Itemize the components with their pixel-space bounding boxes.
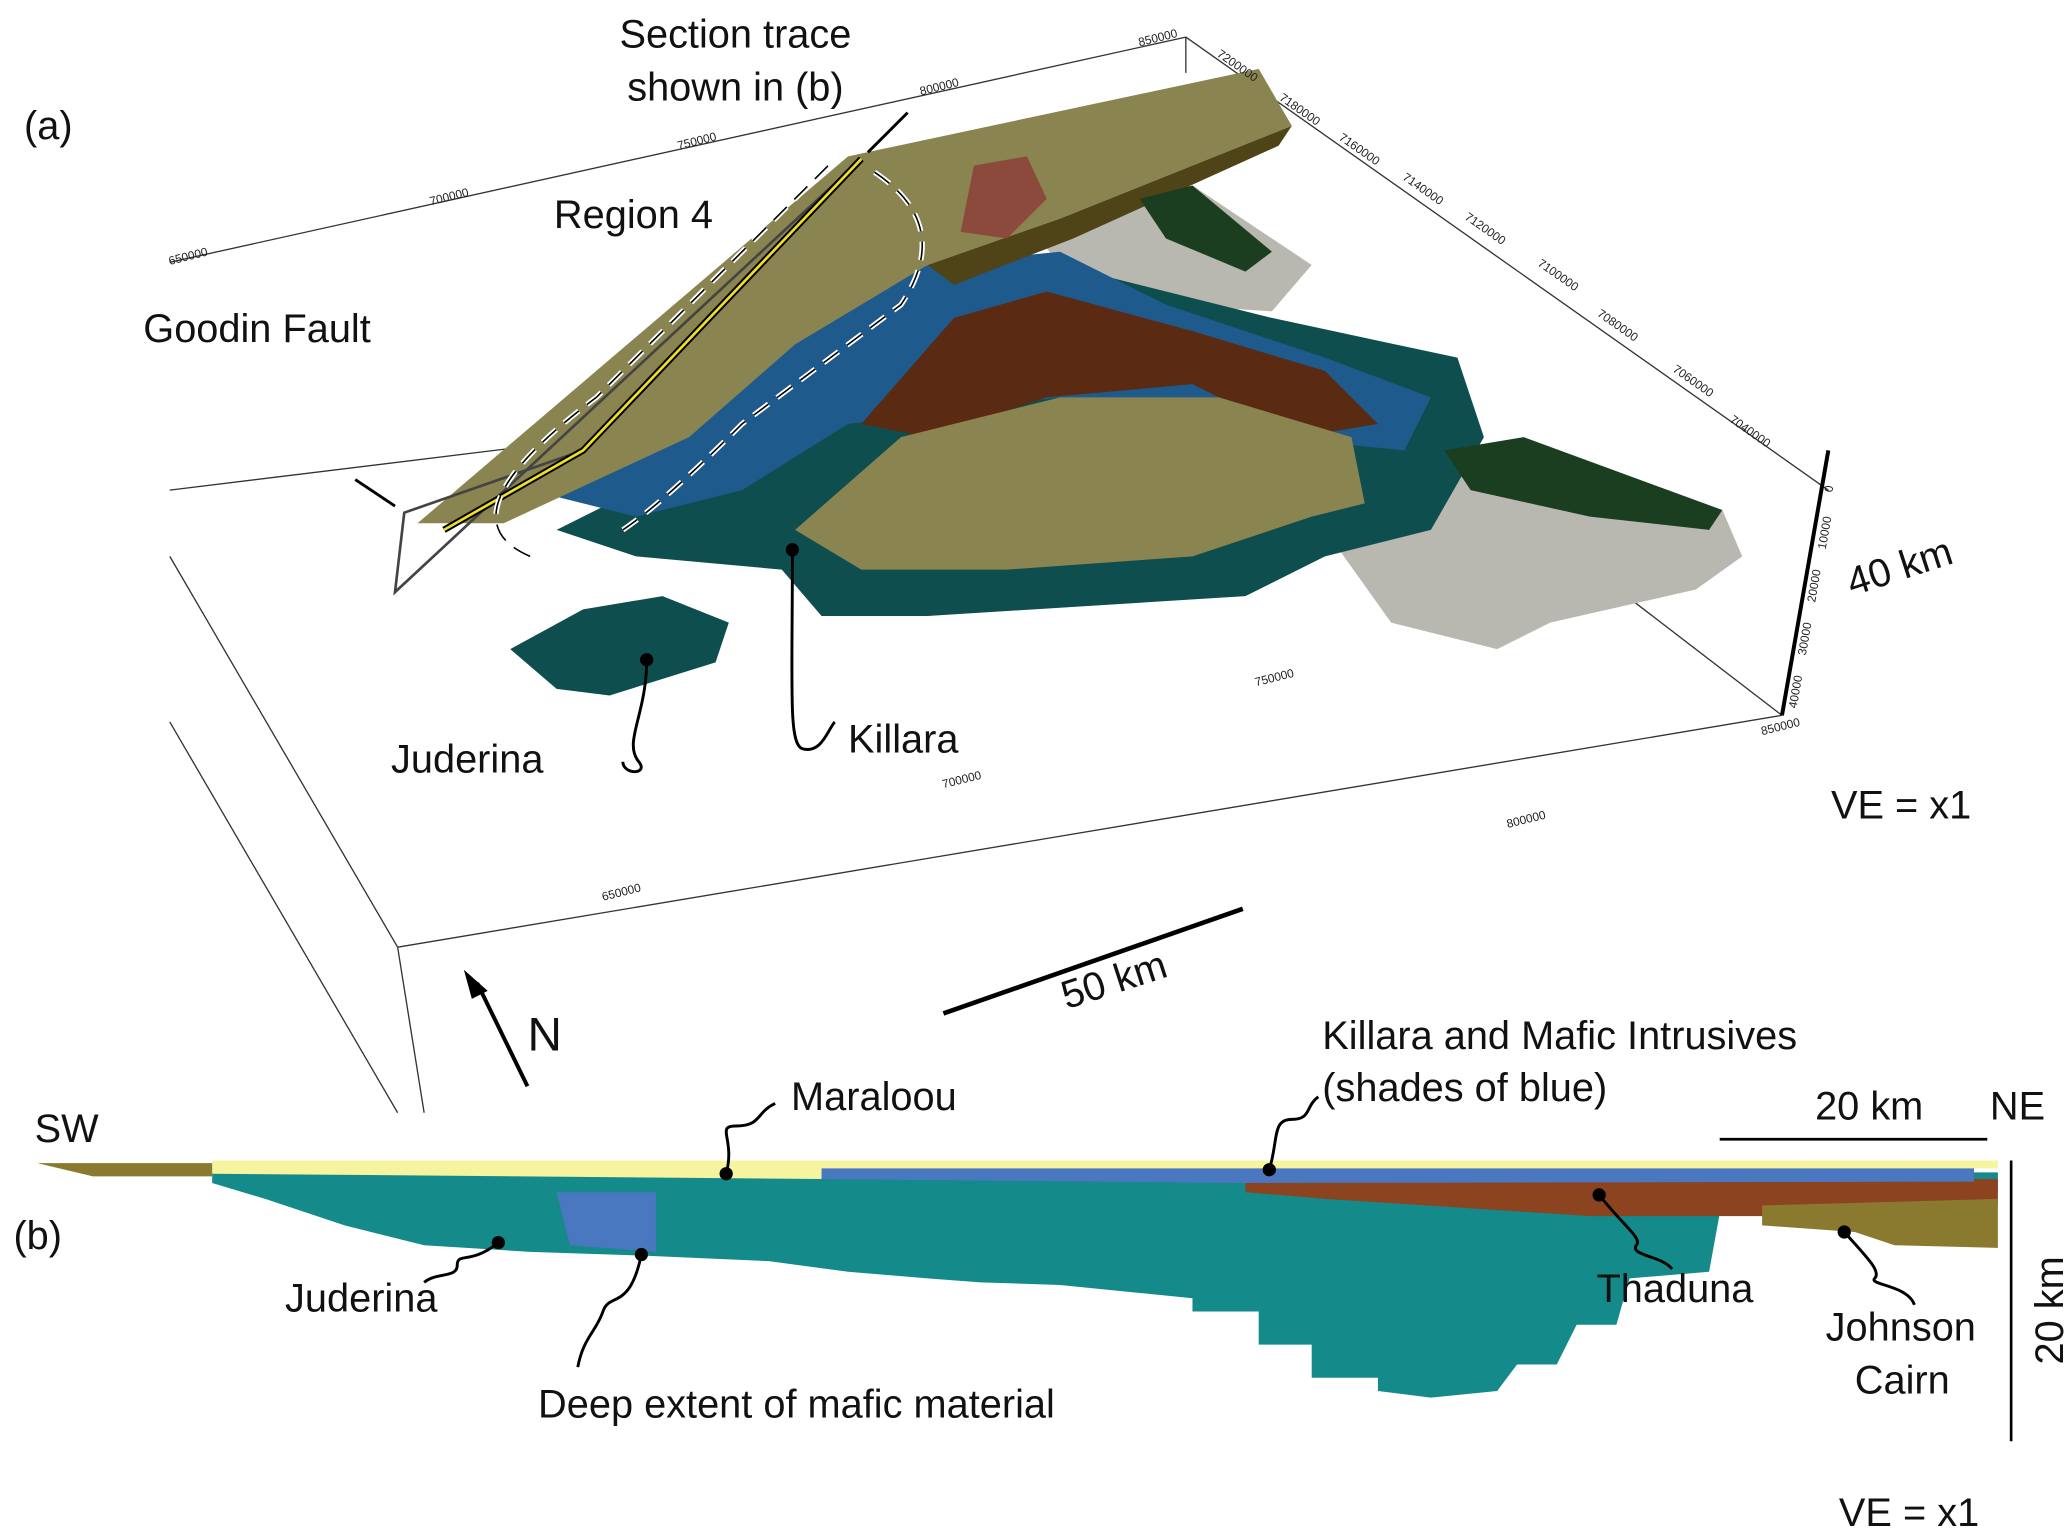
red-unit (960, 156, 1047, 239)
killara-mafic-label: Killara and Mafic Intrusives (1322, 1014, 1797, 1058)
sw-label: SW (35, 1107, 100, 1151)
section-blue-unit (556, 1192, 656, 1252)
green-unit-north (1139, 185, 1272, 272)
thaduna-point (1592, 1188, 1606, 1202)
killara-mafic-point (1262, 1163, 1276, 1177)
johnson-cairn-point (1837, 1225, 1851, 1239)
tick-label: 40000 (1786, 674, 1806, 709)
tick-label: 850000 (1137, 26, 1179, 49)
killara-label: Killara (848, 717, 959, 761)
panel-b-cross-section: (b) SW NE 20 km 20 km Maraloou Killara a… (13, 1014, 2067, 1535)
scale-40km-label: 40 km (1841, 529, 1958, 604)
thaduna-leader (1598, 1193, 1674, 1271)
maraloou-label: Maraloou (791, 1075, 957, 1119)
tick-label: 800000 (1505, 808, 1547, 831)
tick-label: 700000 (428, 185, 470, 208)
scale-20km-vertical-label: 20 km (2028, 1256, 2067, 1364)
juderina-b-leader (423, 1241, 500, 1284)
panel-b-label: (b) (13, 1214, 62, 1258)
panel-a-3d-model: 650000 700000 750000 800000 850000 72000… (24, 13, 1971, 1114)
johnson-cairn-label-2: Cairn (1855, 1359, 1950, 1403)
brown-unit (861, 291, 1378, 438)
juderina-leader (621, 659, 649, 774)
olive-lower-unit (795, 397, 1365, 570)
north-arrow-icon (463, 969, 530, 1088)
juderina-b-label: Juderina (285, 1276, 438, 1320)
dark-olive-edge (927, 125, 1292, 285)
killara-leader (790, 549, 836, 751)
maraloou-point (719, 1167, 733, 1181)
ne-label: NE (1990, 1084, 2045, 1128)
maraloou-leader (724, 1102, 776, 1175)
juderina-label: Juderina (391, 737, 544, 781)
section-maraloou-yellow (212, 1160, 1998, 1180)
tick-label: 7160000 (1336, 130, 1382, 168)
killara-point (785, 543, 800, 557)
olive-upper-sheet (417, 68, 1292, 524)
ve-label-b: VE = x1 (1839, 1491, 1979, 1535)
north-label: N (527, 1009, 561, 1062)
juderina-point (640, 653, 654, 667)
tick-label: 30000 (1795, 621, 1815, 656)
juderina-body (510, 596, 729, 696)
deep-mafic-point (634, 1247, 649, 1262)
ve-label-a: VE = x1 (1831, 784, 1971, 828)
tick-label: 10000 (1815, 515, 1835, 550)
green-unit (1444, 437, 1723, 530)
tick-label: 7120000 (1462, 210, 1508, 248)
killara-mafic-leader (1267, 1095, 1320, 1171)
scale-bar-50km (942, 906, 1244, 1016)
section-johnson-cairn-olive (1762, 1198, 1998, 1248)
goodin-fault-label: Goodin Fault (143, 307, 371, 351)
region-4-label: Region 4 (554, 193, 713, 237)
panel-a-label: (a) (24, 104, 73, 148)
section-trace-arrow (866, 111, 909, 154)
tick-label: 750000 (1253, 666, 1295, 689)
johnson-cairn-label: Johnson (1826, 1306, 1976, 1350)
tick-label: 750000 (676, 129, 718, 152)
johnson-cairn-leader (1843, 1231, 1916, 1306)
deep-mafic-label: Deep extent of mafic material (538, 1382, 1055, 1426)
deep-mafic-leader (576, 1254, 643, 1368)
scale-20km-label: 20 km (1815, 1084, 1923, 1128)
fault-arrow (354, 478, 396, 508)
tick-label: 7140000 (1400, 170, 1446, 208)
tick-label: 20000 (1804, 568, 1824, 603)
tick-label: 7040000 (1727, 412, 1773, 450)
section-blue-band (821, 1165, 1975, 1183)
tick-label: 800000 (918, 75, 960, 98)
section-trace-label-2: shown in (b) (627, 66, 843, 110)
depth-ticks: 0 10000 20000 30000 40000 (1786, 484, 1837, 709)
thaduna-label: Thaduna (1597, 1267, 1755, 1311)
section-trace-label: Section trace (619, 13, 851, 57)
region-4-outline-dark (495, 158, 923, 558)
tick-label: 650000 (167, 245, 209, 268)
juderina-b-point (491, 1235, 505, 1250)
tick-label: 7080000 (1595, 306, 1641, 344)
section-trace-highlight (443, 158, 863, 532)
section-sw-olive (37, 1163, 213, 1177)
killara-mafic-label-2: (shades of blue) (1322, 1066, 1607, 1110)
section-mafic-teal (212, 1172, 1998, 1398)
tick-label: 650000 (600, 880, 642, 903)
tick-label: 700000 (941, 768, 983, 791)
front-easting-ticks: 650000 700000 750000 800000 850000 (600, 666, 1801, 904)
tick-label: 0 (1821, 484, 1836, 493)
